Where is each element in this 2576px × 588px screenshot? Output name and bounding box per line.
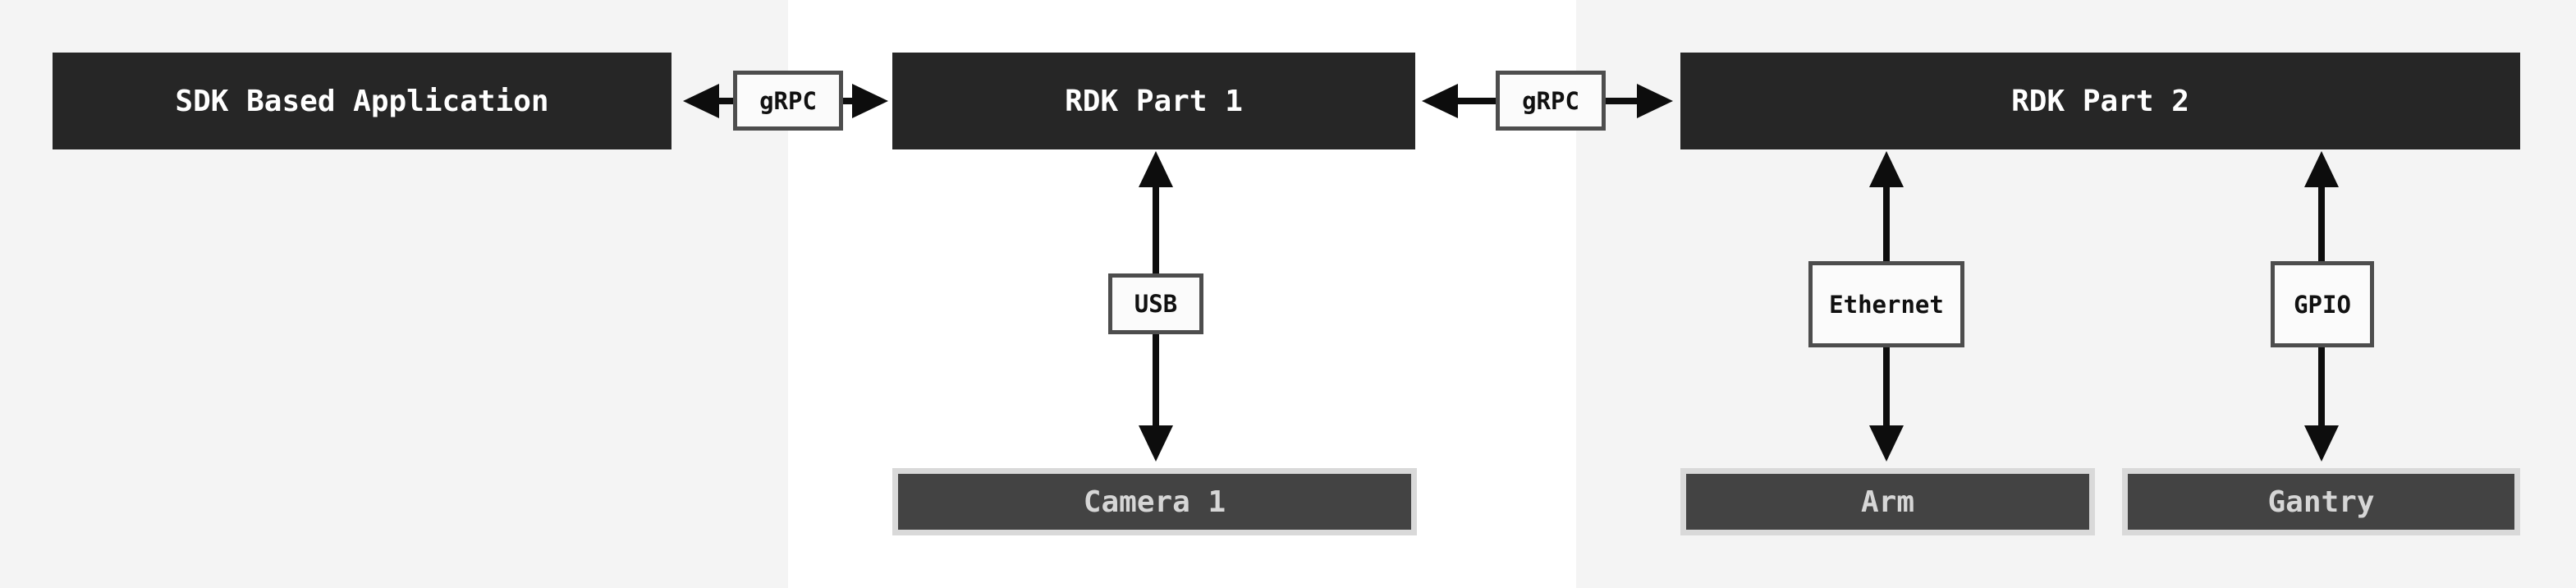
node-rdk-part-1: RDK Part 1: [892, 53, 1415, 149]
connector-label-gpio-text: GPIO: [2294, 290, 2351, 319]
connector-label-grpc-2-text: gRPC: [1522, 86, 1579, 115]
node-sdk-based-application: SDK Based Application: [53, 53, 672, 149]
node-rdk-part-2: RDK Part 2: [1680, 53, 2520, 149]
ethernet-arrowhead-up-icon: [1869, 151, 1904, 187]
grpc-2-arrowhead-left-icon: [1422, 84, 1458, 118]
connector-label-ethernet: Ethernet: [1808, 261, 1964, 347]
connector-label-grpc-1-text: gRPC: [759, 86, 817, 115]
node-sdk-based-application-label: SDK Based Application: [175, 84, 549, 118]
connector-label-usb-text: USB: [1134, 290, 1178, 318]
connector-label-grpc-2: gRPC: [1496, 71, 1606, 131]
grpc-1-arrowhead-left-icon: [683, 84, 719, 118]
connector-label-grpc-1: gRPC: [733, 71, 843, 131]
node-gantry-label: Gantry: [2267, 485, 2375, 519]
usb-arrowhead-up-icon: [1139, 151, 1173, 187]
usb-arrowhead-down-icon: [1139, 425, 1173, 462]
connector-label-gpio: GPIO: [2271, 261, 2374, 347]
ethernet-arrowhead-down-icon: [1869, 425, 1904, 462]
grpc-1-arrowhead-right-icon: [852, 84, 888, 118]
connector-label-usb: USB: [1108, 273, 1203, 334]
node-arm: Arm: [1680, 468, 2095, 535]
connector-label-ethernet-text: Ethernet: [1829, 290, 1944, 319]
node-rdk-part-1-label: RDK Part 1: [1065, 84, 1243, 118]
node-arm-label: Arm: [1860, 485, 1915, 519]
node-camera-1: Camera 1: [892, 468, 1417, 535]
node-rdk-part-2-label: RDK Part 2: [2011, 84, 2189, 118]
node-camera-1-label: Camera 1: [1083, 485, 1226, 519]
gpio-arrowhead-up-icon: [2304, 151, 2339, 187]
gpio-arrowhead-down-icon: [2304, 425, 2339, 462]
grpc-2-arrowhead-right-icon: [1637, 84, 1673, 118]
node-gantry: Gantry: [2122, 468, 2520, 535]
